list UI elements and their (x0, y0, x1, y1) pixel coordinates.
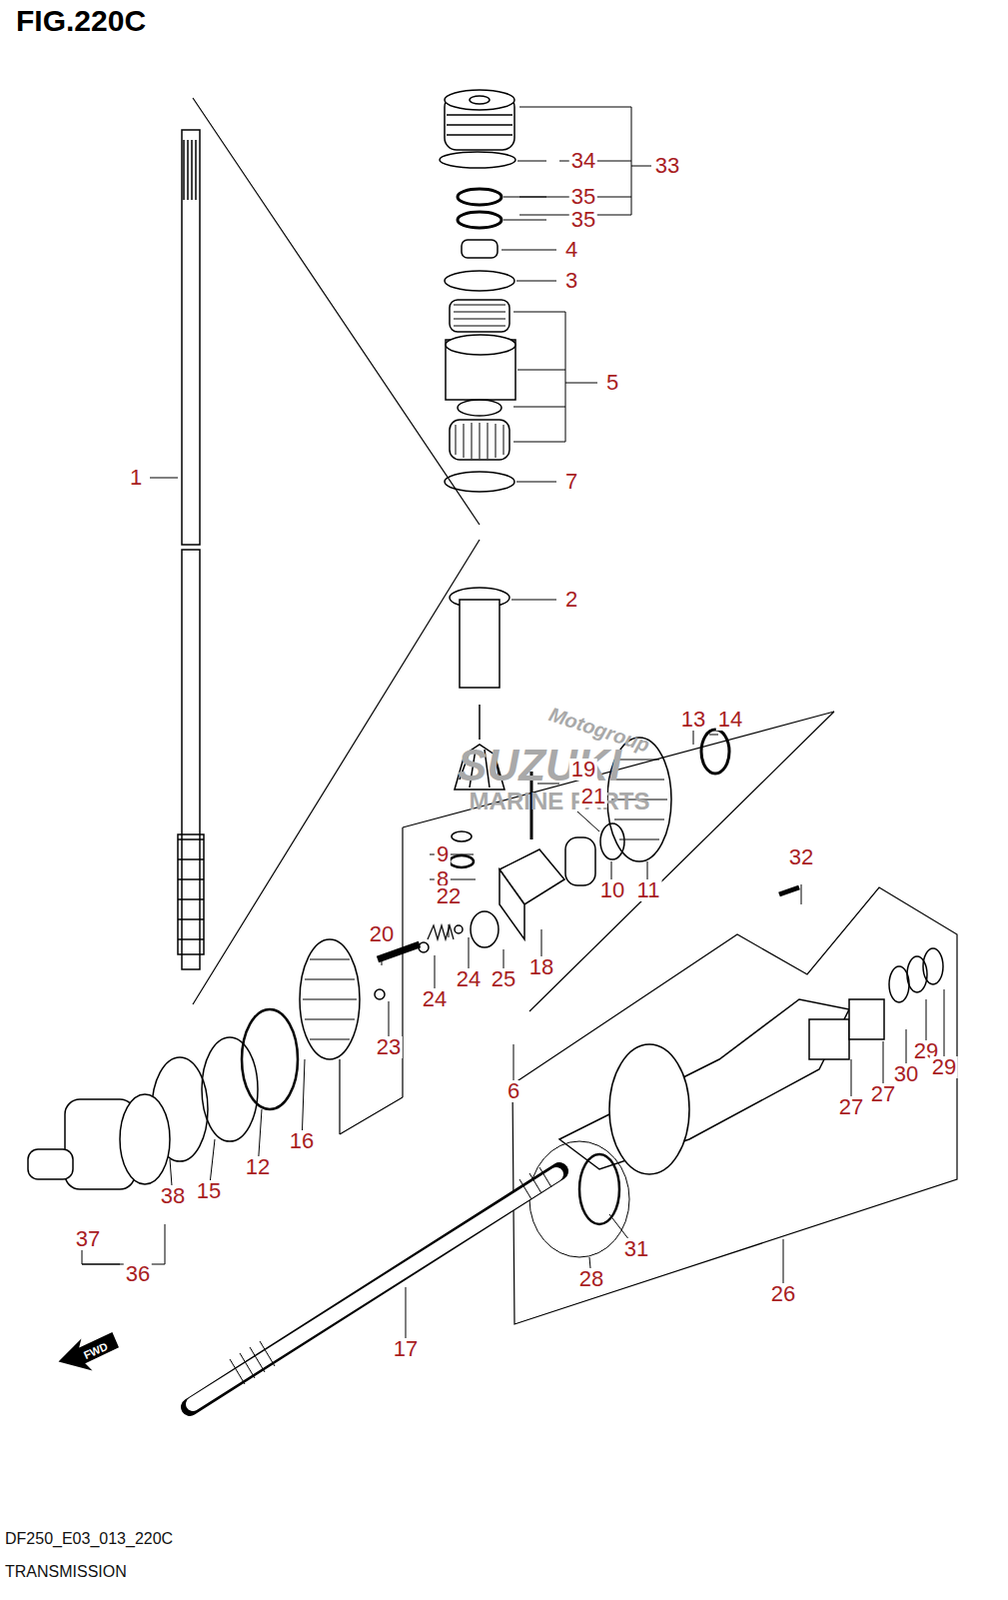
callout-number: 17 (391, 1337, 420, 1360)
callout-number: 7 (563, 470, 580, 493)
callout-number: 5 (604, 371, 621, 394)
callout-number: 4 (563, 238, 580, 261)
callout-number: 21 (579, 785, 608, 808)
callout-number: 24 (420, 988, 449, 1010)
callout-number: 36 (123, 1262, 152, 1285)
callout-number: 35 (569, 185, 598, 208)
callout-number: 18 (527, 956, 556, 979)
callout-number: 13 (679, 708, 708, 731)
callout-number: 33 (653, 154, 682, 177)
callout-number: 22 (434, 885, 463, 908)
callout-number: 1 (127, 466, 144, 489)
callout-number: 6 (505, 1079, 522, 1102)
callout-number: 34 (569, 149, 598, 172)
callout-number: 20 (367, 923, 396, 946)
callout-number: 24 (454, 968, 483, 991)
callout-number: 11 (635, 879, 663, 902)
callout-number: 2 (563, 588, 580, 611)
callout-number: 25 (489, 968, 518, 991)
callout-number: 26 (769, 1282, 798, 1305)
callout-number: 9 (434, 843, 451, 866)
callout-number: 27 (869, 1082, 898, 1105)
callout-number: 37 (73, 1227, 102, 1250)
figure-title: FIG.220C (15, 3, 146, 37)
callout-number: 16 (287, 1129, 316, 1152)
callout-number: 27 (837, 1095, 866, 1118)
callout-number: 14 (716, 708, 745, 731)
callout-number: 29 (930, 1055, 959, 1078)
callout-number: 38 (158, 1184, 187, 1207)
footer-text: DF250_E03_013_220C (4, 1530, 173, 1547)
callout-number: 10 (598, 879, 627, 902)
callout-number: 31 (622, 1237, 651, 1260)
callout-number: 19 (569, 758, 598, 781)
watermark: MARINE PARTS (469, 789, 651, 814)
callout-number: 23 (374, 1035, 403, 1058)
callout-number: 12 (243, 1155, 272, 1178)
callout-number: 32 (787, 846, 816, 869)
footer-text: TRANSMISSION (4, 1563, 127, 1580)
callout-number: 30 (892, 1062, 921, 1085)
callout-number: 3 (563, 269, 580, 292)
callout-number: 35 (569, 208, 598, 231)
callout-number: 28 (577, 1267, 606, 1290)
callout-number: 15 (194, 1179, 223, 1202)
